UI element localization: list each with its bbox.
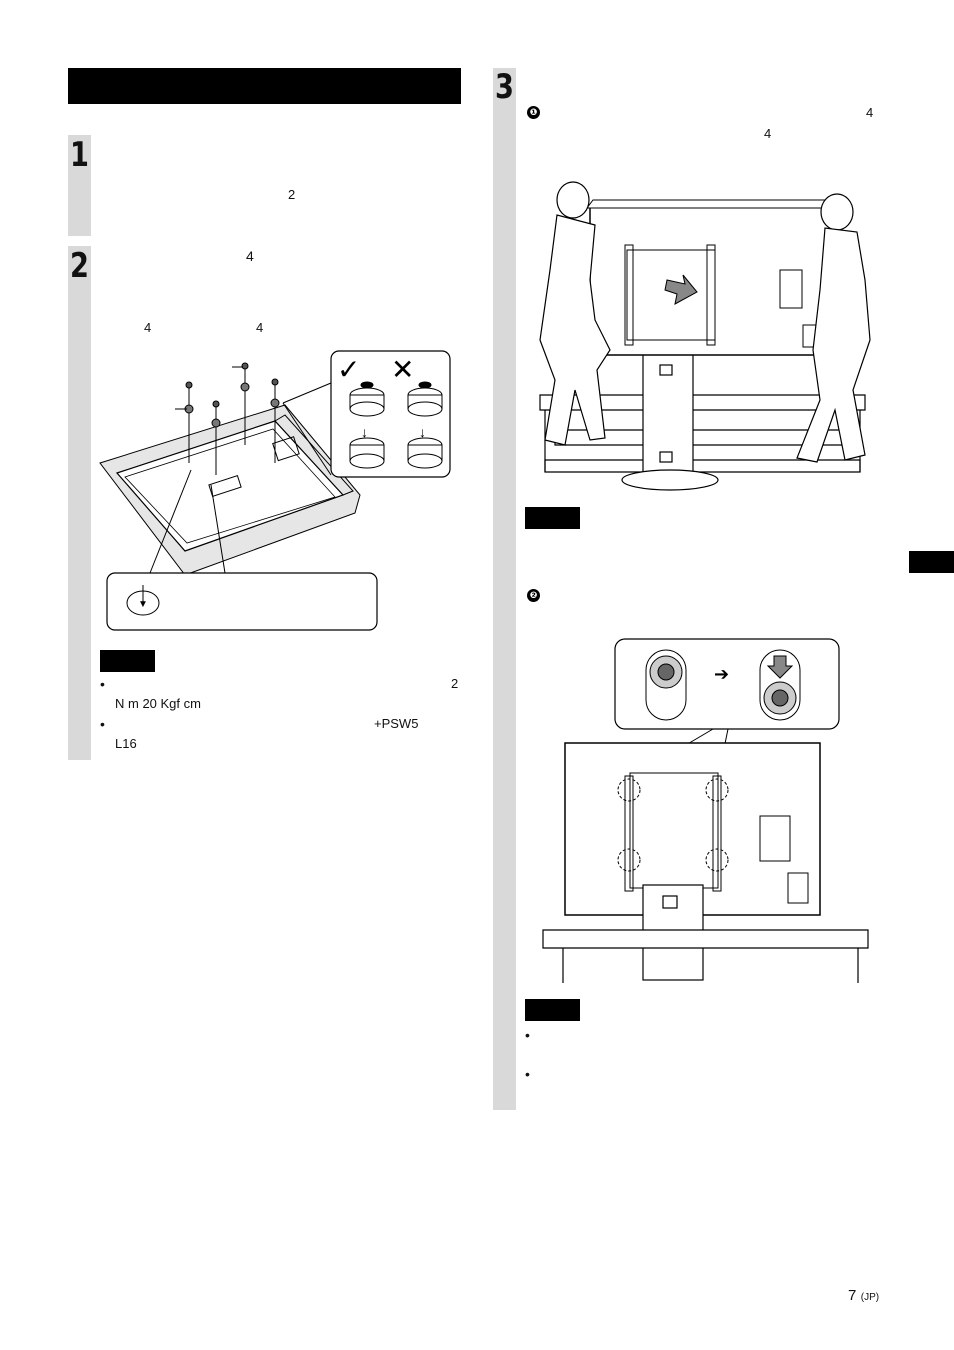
step-3-note-bullet-2: •: [525, 1066, 530, 1082]
step-2-illustration: ✓ ✕ ↓ ↓ ▼: [99, 350, 451, 631]
step-2-note-2-end: +PSW5: [374, 716, 419, 731]
svg-text:➔: ➔: [714, 664, 729, 685]
step-3-sub-1-marker: ❶: [527, 106, 540, 119]
step-3-number: 3: [495, 67, 514, 107]
svg-text:✓: ✓: [337, 353, 360, 386]
svg-text:✕: ✕: [391, 353, 414, 386]
step-3-band: [493, 68, 516, 1110]
step-3-sub-1-num-b: 4: [764, 126, 772, 141]
step-2-num-4-a: 4: [144, 320, 152, 335]
step-2-band: [68, 246, 91, 760]
step-3-note-bullet-1: •: [525, 1027, 530, 1043]
step-3-sub-2-marker: ❷: [527, 589, 540, 602]
svg-text:↓: ↓: [361, 424, 368, 440]
svg-text:↓: ↓: [419, 424, 426, 440]
step-1-num-2: 2: [288, 187, 296, 202]
svg-text:▼: ▼: [138, 599, 148, 610]
step-3-illustration-mounted: ➔: [542, 638, 869, 983]
step-1-number: 1: [70, 135, 89, 175]
step-3-illustration-lifting: [539, 181, 871, 491]
page-number-value: 7: [848, 1287, 857, 1304]
step-3-note-tag-2: [525, 999, 580, 1021]
section-side-tab: [909, 551, 954, 573]
step-1-band: [68, 135, 91, 236]
step-3-note-tag-1: [525, 507, 580, 529]
page-number: 7 (JP): [848, 1288, 879, 1304]
step-2-note-tag: [100, 650, 155, 672]
step-2-note-bullet-1: •: [100, 676, 105, 692]
step-2-num-4-b: 4: [256, 320, 264, 335]
section-header-bar: [68, 68, 461, 104]
step-2-note-2-line2: L16: [115, 736, 137, 751]
step-2-num-4-top: 4: [246, 248, 254, 264]
step-2-note-1-line2: N m 20 Kgf cm: [115, 696, 201, 711]
step-3-sub-1-num-a: 4: [866, 105, 874, 120]
step-2-note-1-end: 2: [451, 676, 459, 691]
page-number-suffix: (JP): [860, 1292, 880, 1303]
step-2-number: 2: [70, 246, 89, 286]
step-2-note-bullet-2: •: [100, 716, 105, 732]
